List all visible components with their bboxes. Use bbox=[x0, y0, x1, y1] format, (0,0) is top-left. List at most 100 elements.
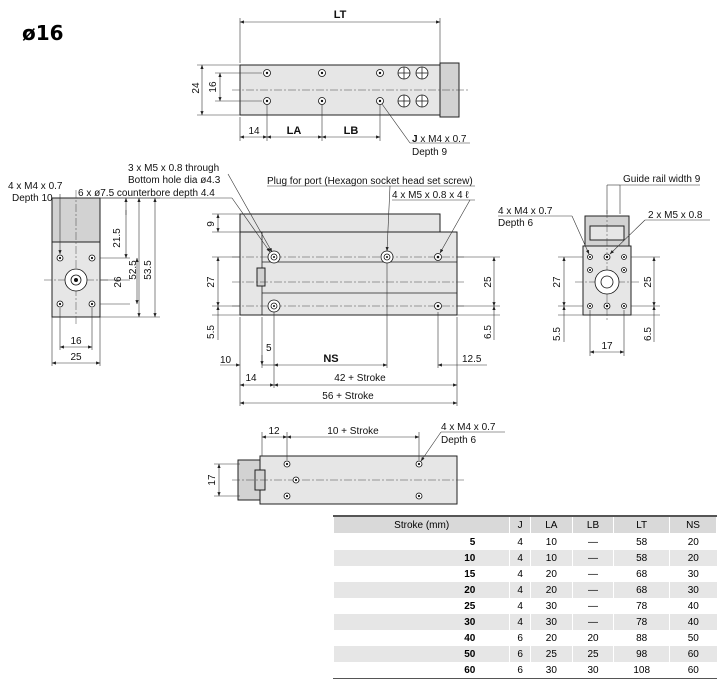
dim-12-5-front: 12.5 bbox=[462, 354, 482, 365]
top-view-mounting-holes bbox=[263, 66, 429, 108]
table-cell: 4 bbox=[509, 598, 531, 614]
stroke-cell: 30 bbox=[332, 614, 510, 630]
dim-16-left: 16 bbox=[70, 336, 82, 347]
table-header: LT bbox=[613, 515, 671, 534]
dim-10-stroke: 10 + Stroke bbox=[327, 426, 379, 437]
dim-53-5: 53.5 bbox=[143, 260, 154, 280]
bottom-view: 12 10 + Stroke 4 x M4 x 0.7 Depth 6 17 bbox=[207, 422, 505, 505]
dim-26: 26 bbox=[113, 276, 124, 288]
table-cell: 4 bbox=[509, 566, 531, 582]
dim-lb: LB bbox=[344, 125, 359, 137]
stroke-cell: 60 bbox=[332, 662, 510, 679]
table-cell: 20 bbox=[530, 566, 573, 582]
table-cell: 20 bbox=[530, 582, 573, 598]
table-cell: 78 bbox=[613, 598, 670, 614]
table-cell: 20 bbox=[530, 630, 573, 646]
table-cell: 30 bbox=[530, 662, 573, 679]
table-cell: 10 bbox=[530, 550, 573, 566]
top-view: LT 24 16 14 LA LB J x M4 x 0.7 Depth 9 bbox=[191, 9, 470, 158]
table-header: J bbox=[509, 515, 531, 534]
table-cell: 4 bbox=[509, 533, 531, 550]
stroke-cell: 5 bbox=[332, 533, 510, 550]
dim-la: LA bbox=[287, 125, 302, 137]
stroke-cell: 10 bbox=[332, 550, 510, 566]
dim-25-right: 25 bbox=[643, 276, 654, 288]
table-cell: 6 bbox=[509, 630, 531, 646]
dim-5-5-right: 5.5 bbox=[552, 327, 563, 341]
table-cell: 25 bbox=[571, 646, 614, 662]
note-bottom-hole: Bottom hole dia ø4.3 bbox=[128, 175, 221, 186]
table-cell: — bbox=[571, 598, 614, 614]
note-bottom-m4: 4 x M4 x 0.7 bbox=[441, 422, 496, 433]
dim-6-5-front: 6.5 bbox=[483, 325, 494, 339]
table-cell: 78 bbox=[613, 614, 670, 630]
front-view-counterbores bbox=[267, 250, 442, 313]
dim-16: 16 bbox=[208, 81, 219, 93]
table-cell: 68 bbox=[613, 566, 670, 582]
table-cell: 60 bbox=[669, 646, 717, 662]
stroke-cell: 25 bbox=[332, 598, 510, 614]
left-note-m4: 4 x M4 x 0.7 bbox=[8, 181, 63, 192]
front-view-table bbox=[239, 213, 441, 233]
table-cell: 30 bbox=[530, 614, 573, 630]
dim-27-right: 27 bbox=[552, 276, 563, 288]
table-cell: — bbox=[571, 533, 614, 550]
dim-9: 9 bbox=[206, 221, 217, 227]
dim-ns: NS bbox=[323, 353, 338, 365]
dim-56-stroke: 56 + Stroke bbox=[322, 391, 374, 402]
table-cell: 98 bbox=[613, 646, 670, 662]
note-right-m4: 4 x M4 x 0.7 bbox=[498, 206, 553, 217]
note-right-depth: Depth 6 bbox=[498, 218, 533, 229]
dim-24: 24 bbox=[191, 82, 202, 94]
stroke-cell: 15 bbox=[332, 566, 510, 582]
table-cell: — bbox=[571, 614, 614, 630]
note-through: 3 x M5 x 0.8 through bbox=[128, 163, 219, 174]
table-header: NS bbox=[669, 515, 717, 534]
bore-size-title: ø16 bbox=[22, 21, 64, 45]
dim-42-stroke: 42 + Stroke bbox=[334, 373, 386, 384]
dim-14-top: 14 bbox=[248, 126, 260, 137]
table-cell: — bbox=[571, 550, 614, 566]
note-plug: Plug for port (Hexagon socket head set s… bbox=[267, 176, 473, 187]
dim-10-front: 10 bbox=[220, 355, 232, 366]
right-view: Guide rail width 9 4 x M4 x 0.7 Depth 6 … bbox=[498, 174, 710, 356]
table-cell: 30 bbox=[530, 598, 573, 614]
dim-21-5: 21.5 bbox=[112, 228, 123, 248]
table-cell: 30 bbox=[669, 582, 717, 598]
stroke-cell: 20 bbox=[332, 582, 510, 598]
table-cell: — bbox=[571, 582, 614, 598]
table-header: Stroke (mm) bbox=[332, 515, 511, 534]
dim-5-5-front: 5.5 bbox=[206, 325, 217, 339]
table-header-row: Stroke (mm) J LA LB LT NS bbox=[332, 515, 717, 534]
table-cell: 6 bbox=[509, 662, 531, 679]
note-guide-rail: Guide rail width 9 bbox=[623, 174, 701, 185]
stroke-cell: 40 bbox=[332, 630, 510, 646]
note-counterbore: 6 x ø7.5 counterbore depth 4.4 bbox=[78, 188, 215, 199]
dim-27-front: 27 bbox=[206, 276, 217, 288]
dim-5-front: 5 bbox=[266, 343, 272, 354]
note-bottom-depth: Depth 6 bbox=[441, 435, 476, 446]
note-j-depth: Depth 9 bbox=[412, 147, 447, 158]
table-cell: 4 bbox=[509, 614, 531, 630]
note-right-m5: 2 x M5 x 0.8 bbox=[648, 210, 703, 221]
dim-17-bottom: 17 bbox=[207, 474, 218, 486]
table-header: LB bbox=[571, 515, 615, 534]
table-cell: 58 bbox=[613, 550, 670, 566]
table-cell: 30 bbox=[669, 566, 717, 582]
table-cell: 30 bbox=[571, 662, 614, 679]
table-cell: 50 bbox=[669, 630, 717, 646]
table-cell: 68 bbox=[613, 582, 670, 598]
dim-25-left: 25 bbox=[70, 352, 82, 363]
stroke-cell: 50 bbox=[332, 646, 510, 662]
table-cell: 60 bbox=[669, 662, 717, 679]
table-cell: 20 bbox=[669, 533, 717, 550]
